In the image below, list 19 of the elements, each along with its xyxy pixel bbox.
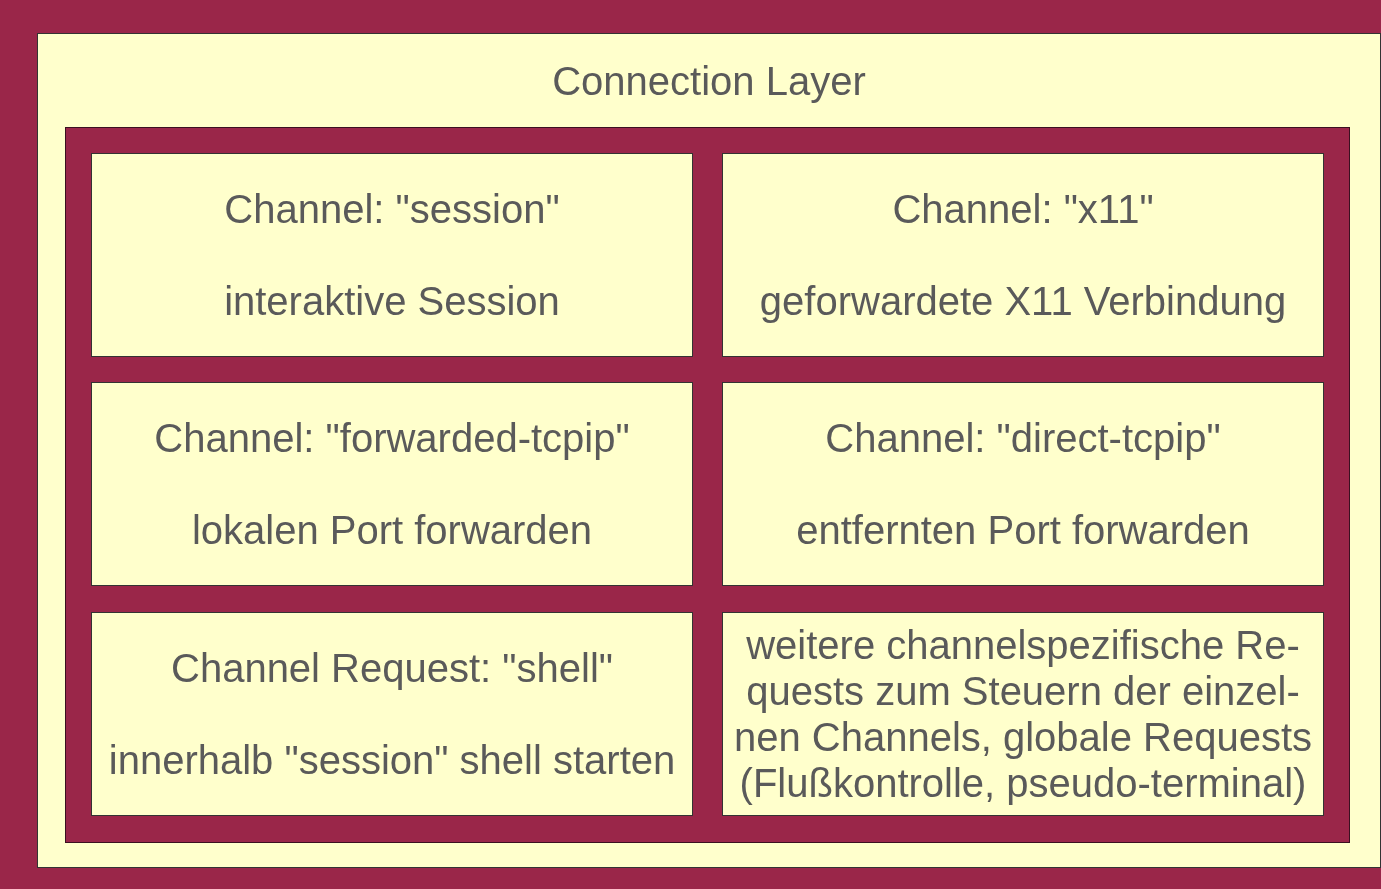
channel-title: Channel: "forwarded-tcpip" [154,415,630,461]
layer-panel [37,33,1381,868]
channel-box [91,153,693,357]
channel-title: Channel: "x11" [892,186,1154,232]
channel-description: interaktive Session [224,278,560,324]
channel-box [91,612,693,816]
channel-description: entfernten Port forwarden [796,507,1250,553]
channel-box [91,382,693,586]
channel-title: Channel: "session" [224,186,560,232]
channel-description: lokalen Port forwarden [191,507,593,553]
layer-title: Connection Layer [552,58,866,104]
group-panel [65,127,1350,843]
channel-box [722,382,1324,586]
channel-box [722,153,1324,357]
channel-title: Channel: "direct-tcpip" [825,415,1221,461]
channel-description: geforwardete X11 Verbindung [759,278,1287,324]
channel-description: innerhalb "session" shell starten [108,737,676,783]
channel-description: weitere channelspezifische Re- quests zum Steuern der einzel- nen Channels, globale Requests (Flußkontrolle, pseudo-terminal) [732,622,1314,806]
channel-title: Channel Request: "shell" [171,645,613,691]
